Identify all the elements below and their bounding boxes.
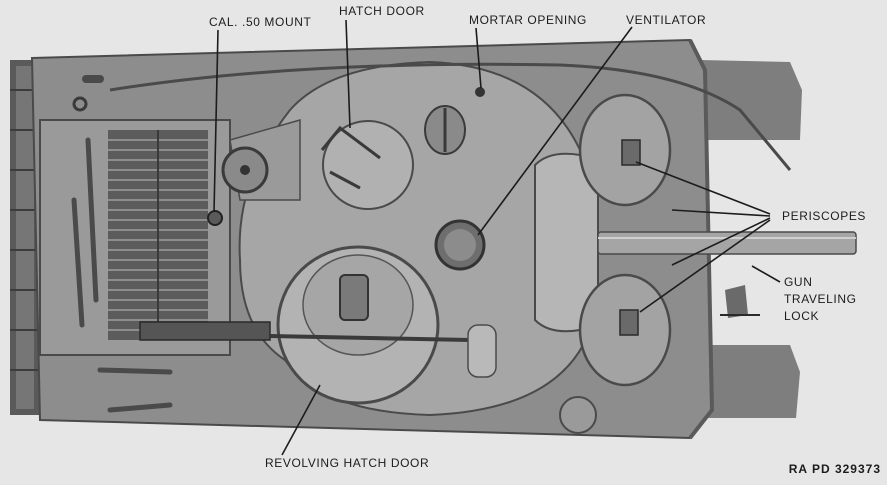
label-periscopes: PERISCOPES — [782, 209, 867, 223]
right-fenders — [700, 60, 802, 418]
engine-grille — [108, 130, 208, 340]
label-gun: GUN — [784, 275, 813, 289]
leader-lines — [213, 19, 781, 456]
label-ventilator: VENTILATOR — [626, 13, 707, 27]
label-traveling: TRAVELING — [784, 292, 857, 306]
label-mortar-opening: MORTAR OPENING — [469, 13, 587, 27]
pioneer-tools — [71, 137, 173, 413]
label-cal50-mount: CAL. .50 MOUNT — [209, 15, 312, 29]
periscope-hatch-upper — [578, 93, 672, 207]
cal50-machine-gun — [139, 321, 497, 378]
label-hatch-door: HATCH DOOR — [339, 4, 425, 18]
cal50-mount-socket — [207, 210, 223, 226]
main-gun — [534, 152, 857, 333]
label-revolving-hatch-door: REVOLVING HATCH DOOR — [265, 456, 430, 470]
engine-deck — [39, 75, 231, 413]
turret — [139, 60, 592, 417]
label-lock: LOCK — [784, 309, 820, 323]
mortar-opening — [475, 87, 485, 97]
hatch-door — [322, 120, 414, 210]
figure-number: RA PD 329373 — [788, 462, 881, 476]
periscope-hatch-lower — [578, 273, 672, 387]
